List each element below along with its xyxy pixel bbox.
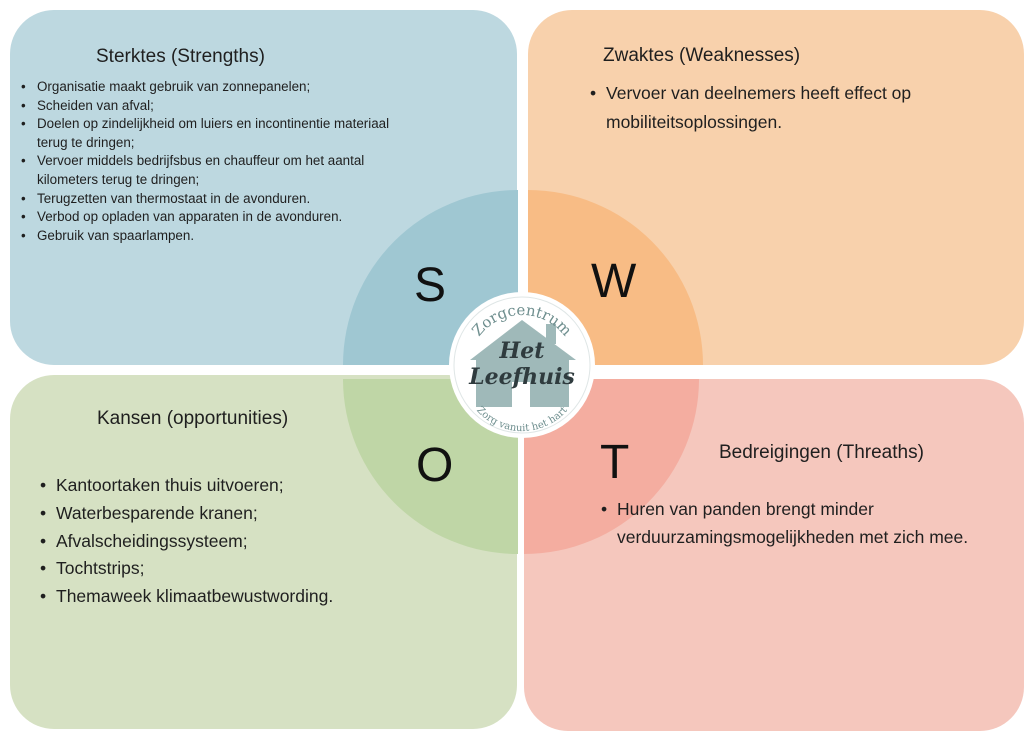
weaknesses-title: Zwaktes (Weaknesses) bbox=[603, 45, 801, 66]
opportunities-letter: O bbox=[416, 439, 454, 492]
threats-quarter bbox=[524, 379, 699, 554]
list-item: Vervoer van deelnemers heeft effect op m… bbox=[590, 79, 1010, 136]
threats-title: Bedreigingen (Threaths) bbox=[719, 442, 924, 463]
list-item: Verbod op opladen van apparaten in de av… bbox=[21, 208, 416, 227]
list-item: Vervoer middels bedrijfsbus en chauffeur… bbox=[21, 152, 416, 189]
list-item: Tochtstrips; bbox=[40, 555, 480, 583]
strengths-letter: S bbox=[414, 259, 447, 312]
threats-letter: T bbox=[600, 436, 630, 489]
list-item: Afvalscheidingssysteem; bbox=[40, 528, 480, 556]
threats-list: Huren van panden brengt minder verduurza… bbox=[601, 495, 1021, 551]
list-item: Terugzetten van thermostaat in de avondu… bbox=[21, 190, 416, 209]
list-item: Kantoortaken thuis uitvoeren; bbox=[40, 472, 480, 500]
logo-name-line2: Leefhuis bbox=[469, 364, 575, 390]
strengths-list: Organisatie maakt gebruik van zonnepanel… bbox=[21, 78, 416, 245]
weaknesses-list: Vervoer van deelnemers heeft effect op m… bbox=[590, 79, 1010, 136]
weaknesses-letter: W bbox=[591, 255, 637, 308]
list-item: Huren van panden brengt minder verduurza… bbox=[601, 495, 1021, 551]
list-item: Scheiden van afval; bbox=[21, 97, 416, 116]
list-item: Doelen op zindelijkheid om luiers en inc… bbox=[21, 115, 416, 152]
list-item: Gebruik van spaarlampen. bbox=[21, 227, 416, 246]
list-item: Organisatie maakt gebruik van zonnepanel… bbox=[21, 78, 416, 97]
leefhuis-logo: Het Leefhuis bbox=[449, 300, 595, 428]
list-item: Themaweek klimaatbewustwording. bbox=[40, 583, 480, 611]
opportunities-list: Kantoortaken thuis uitvoeren; Waterbespa… bbox=[40, 472, 480, 611]
strengths-title: Sterktes (Strengths) bbox=[96, 46, 265, 67]
opportunities-title: Kansen (opportunities) bbox=[97, 408, 289, 429]
list-item: Waterbesparende kranen; bbox=[40, 500, 480, 528]
logo-name-line1: Het bbox=[499, 338, 545, 364]
